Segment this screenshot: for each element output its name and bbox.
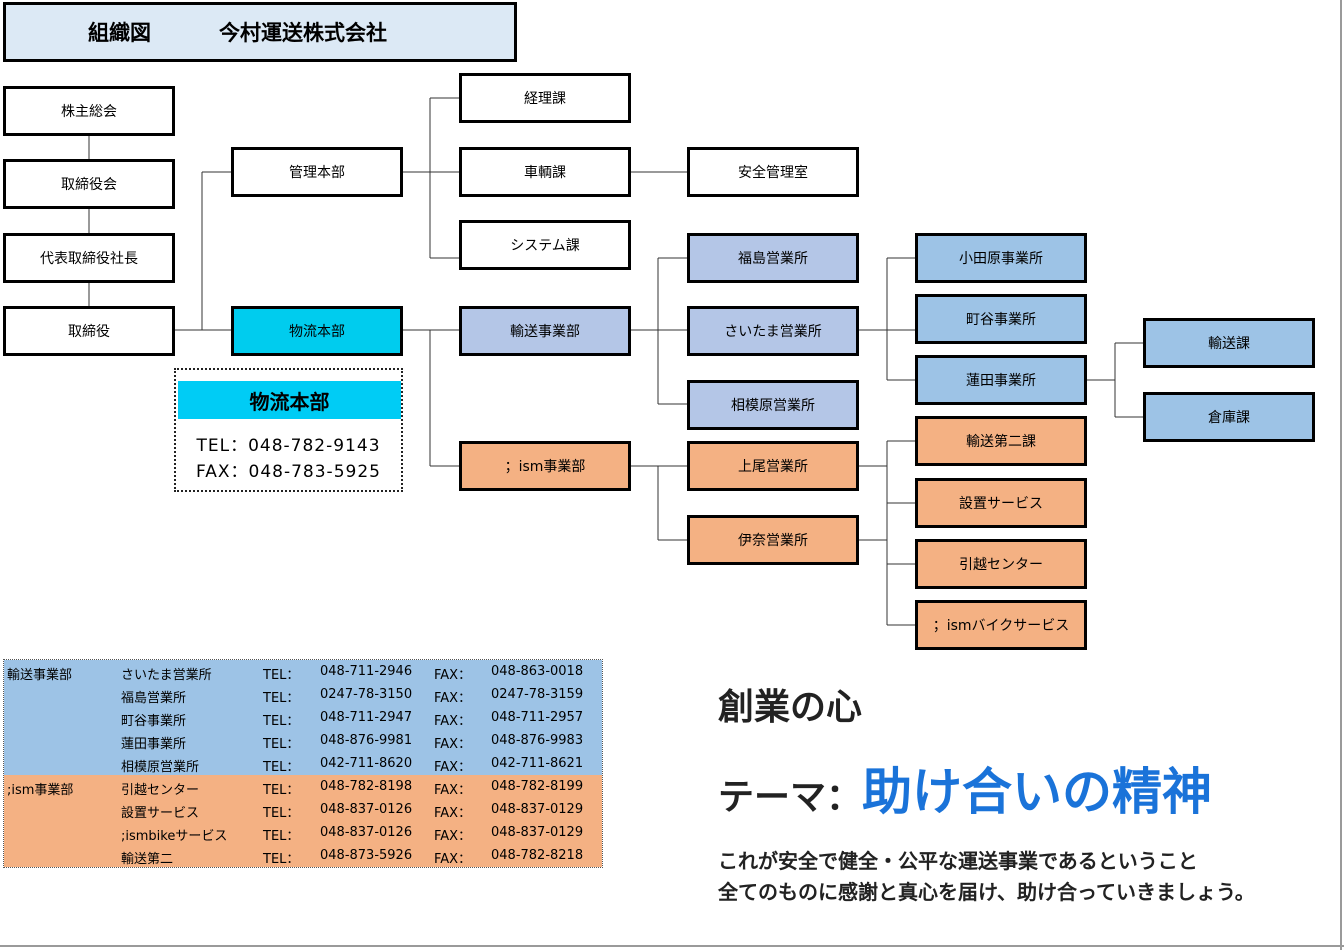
directory-dept: 輸送事業部 (7, 668, 73, 683)
directory-row: 設置サービス TEL： 048-837-0126 FAX： 048-837-0129 (4, 798, 602, 821)
company-name: 今村運送株式会社 (219, 21, 387, 45)
node-ageo-office: 上尾営業所 (687, 441, 859, 491)
contact-fax: FAX：048-783-5925 (196, 462, 381, 482)
node-ism-division: ；ism事業部 (459, 441, 631, 491)
directory-tel-label: TEL： (263, 829, 300, 844)
node-logistics-hq: 物流本部 (231, 306, 403, 356)
directory-fax-label: FAX： (434, 829, 472, 844)
node-odawara-site: 小田原事業所 (915, 233, 1087, 283)
page-border-bottom (0, 945, 1344, 947)
directory-fax: 048-711-2957 (491, 710, 584, 725)
directory-fax: 042-711-8621 (491, 756, 584, 771)
contact-tel: TEL：048-782-9143 (196, 436, 381, 456)
directory-row: 相模原営業所 TEL： 042-711-8620 FAX： 042-711-8621 (4, 752, 602, 775)
directory-row: 蓮田事業所 TEL： 048-876-9981 FAX： 048-876-9983 (4, 729, 602, 752)
directory-tel: 0247-78-3150 (320, 687, 413, 702)
directory-fax: 048-837-0129 (491, 825, 584, 840)
motto-line-2: 全てのものに感謝と真心を届け、助け合っていきましょう。 (718, 880, 1255, 904)
directory-row: 福島営業所 TEL： 0247-78-3150 FAX： 0247-78-3159 (4, 683, 602, 706)
directory-fax-label: FAX： (434, 852, 472, 867)
directory-tel-label: TEL： (263, 714, 300, 729)
page-title: 組織図 今村運送株式会社 (3, 2, 517, 62)
directory-row: ;ism事業部 引越センター TEL： 048-782-8198 FAX： 048-782… (4, 775, 602, 798)
directory-name: 設置サービス (121, 806, 200, 821)
node-accounting: 経理課 (459, 73, 631, 123)
node-install-service: 設置サービス (915, 478, 1087, 528)
directory-row: ;ismbikeサービス TEL： 048-837-0126 FAX： 048-837-… (4, 821, 602, 844)
directory-fax-label: FAX： (434, 806, 472, 821)
directory-fax-label: FAX： (434, 737, 472, 752)
motto-theme-label: テーマ： (718, 777, 863, 818)
node-president: 代表取締役社長 (3, 233, 175, 283)
node-safety: 安全管理室 (687, 147, 859, 197)
directory-fax-label: FAX： (434, 760, 472, 775)
directory-row: 輸送第二 TEL： 048-873-5926 FAX： 048-782-8218 (4, 844, 602, 867)
node-bike-service: ；ismバイクサービス (915, 600, 1087, 650)
directory-tel: 048-837-0126 (320, 802, 413, 817)
node-saitama-office: さいたま営業所 (687, 306, 859, 356)
directory-fax-label: FAX： (434, 691, 472, 706)
directory-fax: 048-876-9983 (491, 733, 584, 748)
directory-tel: 048-711-2947 (320, 710, 413, 725)
directory-tel: 048-782-8198 (320, 779, 413, 794)
directory-tel: 048-837-0126 (320, 825, 413, 840)
node-moving-center: 引越センター (915, 539, 1087, 589)
directory-tel: 048-711-2946 (320, 664, 413, 679)
directory-name: ;ismbikeサービス (121, 829, 228, 844)
node-hasuda-site: 蓮田事業所 (915, 355, 1087, 405)
directory-name: 福島営業所 (121, 691, 187, 706)
directory-tel: 048-876-9981 (320, 733, 413, 748)
node-sagamihara-office: 相模原営業所 (687, 380, 859, 430)
node-shareholders: 株主総会 (3, 86, 175, 136)
directory-row: 輸送事業部 さいたま営業所 TEL： 048-711-2946 FAX： 048-863-… (4, 660, 602, 683)
directory-tel-label: TEL： (263, 783, 300, 798)
node-director: 取締役 (3, 306, 175, 356)
contact-title: 物流本部 (178, 381, 401, 419)
page-border-right (1340, 0, 1342, 950)
directory-tel-label: TEL： (263, 737, 300, 752)
node-board: 取締役会 (3, 159, 175, 209)
node-vehicle: 車輌課 (459, 147, 631, 197)
directory-tel-label: TEL： (263, 852, 300, 867)
node-transport2-section: 輸送第二課 (915, 416, 1087, 466)
node-system: システム課 (459, 220, 631, 270)
node-fukushima-office: 福島営業所 (687, 233, 859, 283)
directory-fax: 048-782-8218 (491, 848, 584, 863)
motto-heading: 創業の心 (718, 687, 863, 728)
directory-name: 相模原営業所 (121, 760, 200, 775)
node-admin-hq: 管理本部 (231, 147, 403, 197)
directory-name: さいたま営業所 (121, 668, 212, 683)
directory-fax-label: FAX： (434, 783, 472, 798)
motto-theme: テーマ：助け合いの精神 (718, 752, 1212, 824)
node-ina-office: 伊奈営業所 (687, 515, 859, 565)
directory-tel-label: TEL： (263, 691, 300, 706)
node-transport-division: 輸送事業部 (459, 306, 631, 356)
directory-name: 引越センター (121, 783, 200, 798)
directory-row: 町谷事業所 TEL： 048-711-2947 FAX： 048-711-2957 (4, 706, 602, 729)
directory-fax-label: FAX： (434, 668, 472, 683)
directory-tel: 048-873-5926 (320, 848, 413, 863)
directory-name: 町谷事業所 (121, 714, 187, 729)
directory-tel: 042-711-8620 (320, 756, 413, 771)
directory-fax: 048-782-8199 (491, 779, 584, 794)
node-transport-section: 輸送課 (1143, 318, 1315, 368)
directory-tel-label: TEL： (263, 668, 300, 683)
node-warehouse-section: 倉庫課 (1143, 392, 1315, 442)
directory-fax-label: FAX： (434, 714, 472, 729)
directory-tel-label: TEL： (263, 760, 300, 775)
directory-dept: ;ism事業部 (7, 783, 74, 798)
motto-line-1: これが安全で健全・公平な運送事業であるということ (718, 849, 1198, 873)
node-machiya-site: 町谷事業所 (915, 294, 1087, 344)
directory-name: 輸送第二 (121, 852, 174, 867)
motto-theme-value: 助け合いの精神 (862, 763, 1213, 821)
directory-tel-label: TEL： (263, 806, 300, 821)
directory-fax: 048-837-0129 (491, 802, 584, 817)
directory-fax: 0247-78-3159 (491, 687, 584, 702)
logistics-contact-card: 物流本部 TEL：048-782-9143 FAX：048-783-5925 (174, 368, 403, 492)
directory-fax: 048-863-0018 (491, 664, 584, 679)
directory-name: 蓮田事業所 (121, 737, 187, 752)
title-label: 組織図 (88, 21, 151, 45)
